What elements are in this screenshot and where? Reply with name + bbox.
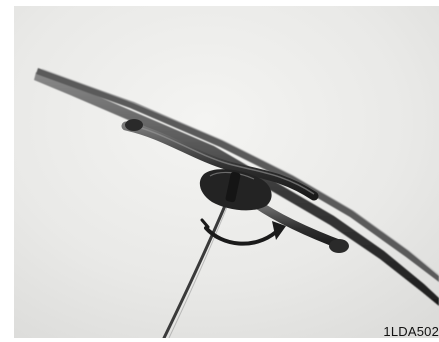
figure-code-label: 1LDA502 [383,324,439,339]
wiper-blade-photo [14,6,439,338]
